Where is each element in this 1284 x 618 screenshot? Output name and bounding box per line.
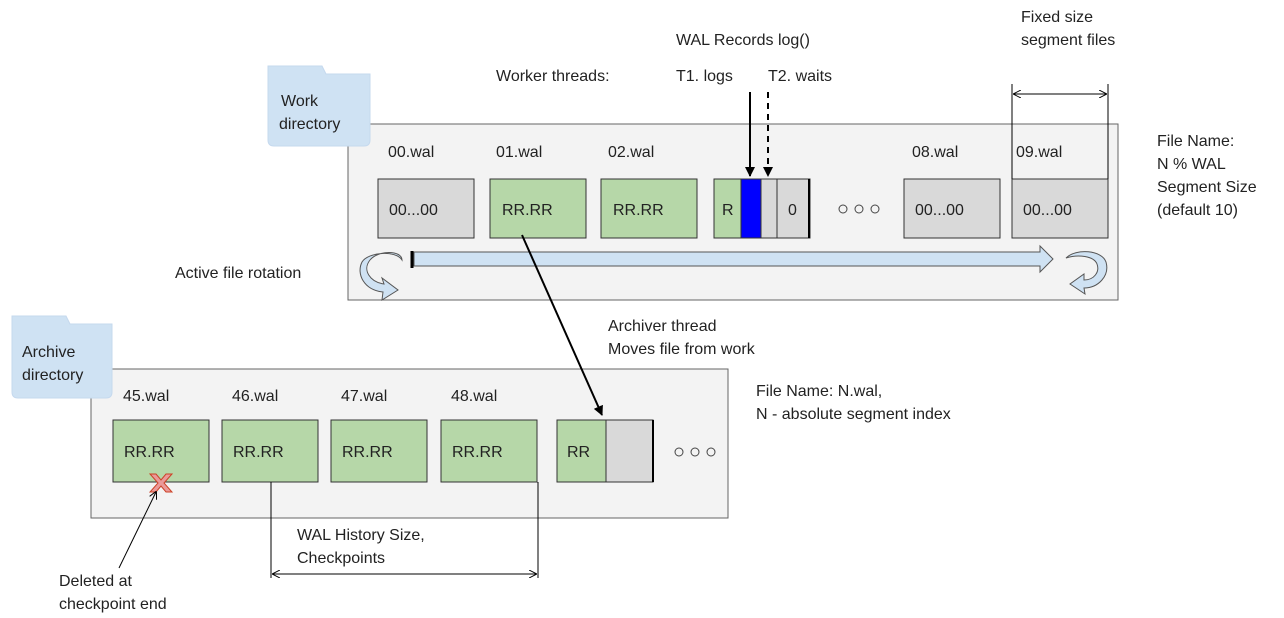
archive-file-name-46: 46.wal (232, 388, 278, 405)
history-size-label-2: Checkpoints (297, 550, 385, 567)
archive-filename-rule-2: N - absolute segment index (756, 406, 951, 423)
work-file-02-content: RR.RR (613, 202, 664, 219)
work-folder-icon (267, 65, 371, 147)
work-file-09-content: 00...00 (1023, 202, 1072, 219)
work-file-00 (377, 178, 475, 239)
work-file-08 (903, 178, 1001, 239)
work-file-02 (600, 178, 698, 239)
history-size-label-1: WAL History Size, (297, 527, 425, 544)
archive-file-name-47: 47.wal (341, 388, 387, 405)
fixed-size-label-1: Fixed size (1021, 9, 1093, 26)
deleted-label-1: Deleted at (59, 573, 132, 590)
archive-file-name-45: 45.wal (123, 388, 169, 405)
work-file-01 (489, 178, 587, 239)
archiver-label-2: Moves file from work (608, 341, 756, 358)
archive-incoming-content: RR (567, 444, 590, 461)
work-file-name-01: 01.wal (496, 144, 542, 161)
archive-file-incoming (556, 419, 654, 483)
work-dir-label-2: directory (279, 116, 340, 133)
rotate-right-icon (1065, 251, 1108, 296)
work-filename-rule-1: File Name: (1157, 133, 1234, 150)
archive-file-46 (221, 419, 319, 483)
archive-file-48 (440, 419, 538, 483)
work-filename-rule-2: N % WAL (1157, 156, 1226, 173)
archive-file-48-content: RR.RR (452, 444, 503, 461)
active-file-rotation-label: Active file rotation (175, 265, 301, 282)
active-file-zero-label: 0 (788, 202, 797, 219)
fixed-size-bracket (1011, 84, 1109, 179)
work-file-08-content: 00...00 (915, 202, 964, 219)
work-filename-rule-4: (default 10) (1157, 202, 1238, 219)
archive-ellipsis-icon (674, 447, 716, 457)
worker-threads-label: Worker threads: (496, 68, 610, 85)
deleted-label-2: checkpoint end (59, 596, 167, 613)
work-filename-rule-3: Segment Size (1157, 179, 1257, 196)
wal-records-label: WAL Records log() (676, 32, 810, 49)
deleted-pointer-arrow (118, 492, 156, 569)
active-record-block (740, 178, 762, 239)
t2-waits-label: T2. waits (768, 68, 832, 85)
work-file-name-00: 00.wal (388, 144, 434, 161)
rotate-left-icon (359, 252, 403, 301)
work-file-00-content: 00...00 (389, 202, 438, 219)
history-size-bracket (270, 482, 539, 578)
work-ellipsis-icon (838, 204, 880, 214)
work-file-name-02: 02.wal (608, 144, 654, 161)
rotation-arrow (410, 244, 1054, 274)
archive-file-45-content: RR.RR (124, 444, 175, 461)
t1-logs-label: T1. logs (676, 68, 733, 85)
archive-dir-label-1: Archive (22, 344, 75, 361)
archive-file-46-content: RR.RR (233, 444, 284, 461)
fixed-size-label-2: segment files (1021, 32, 1115, 49)
work-file-name-08: 08.wal (912, 144, 958, 161)
archive-file-name-48: 48.wal (451, 388, 497, 405)
archive-filename-rule-1: File Name: N.wal, (756, 383, 882, 400)
archive-file-47-content: RR.RR (342, 444, 393, 461)
work-file-09 (1011, 178, 1109, 239)
archive-file-47 (330, 419, 428, 483)
work-dir-label-1: Work (281, 93, 319, 110)
active-file-record-label: R (722, 202, 734, 219)
work-file-01-content: RR.RR (502, 202, 553, 219)
archive-folder-icon (11, 315, 113, 399)
archive-dir-label-2: directory (22, 367, 83, 384)
work-file-active (713, 178, 811, 239)
work-file-name-09: 09.wal (1016, 144, 1062, 161)
archiver-move-arrow (521, 234, 603, 416)
archiver-label-1: Archiver thread (608, 318, 717, 335)
archive-file-45 (112, 419, 210, 483)
